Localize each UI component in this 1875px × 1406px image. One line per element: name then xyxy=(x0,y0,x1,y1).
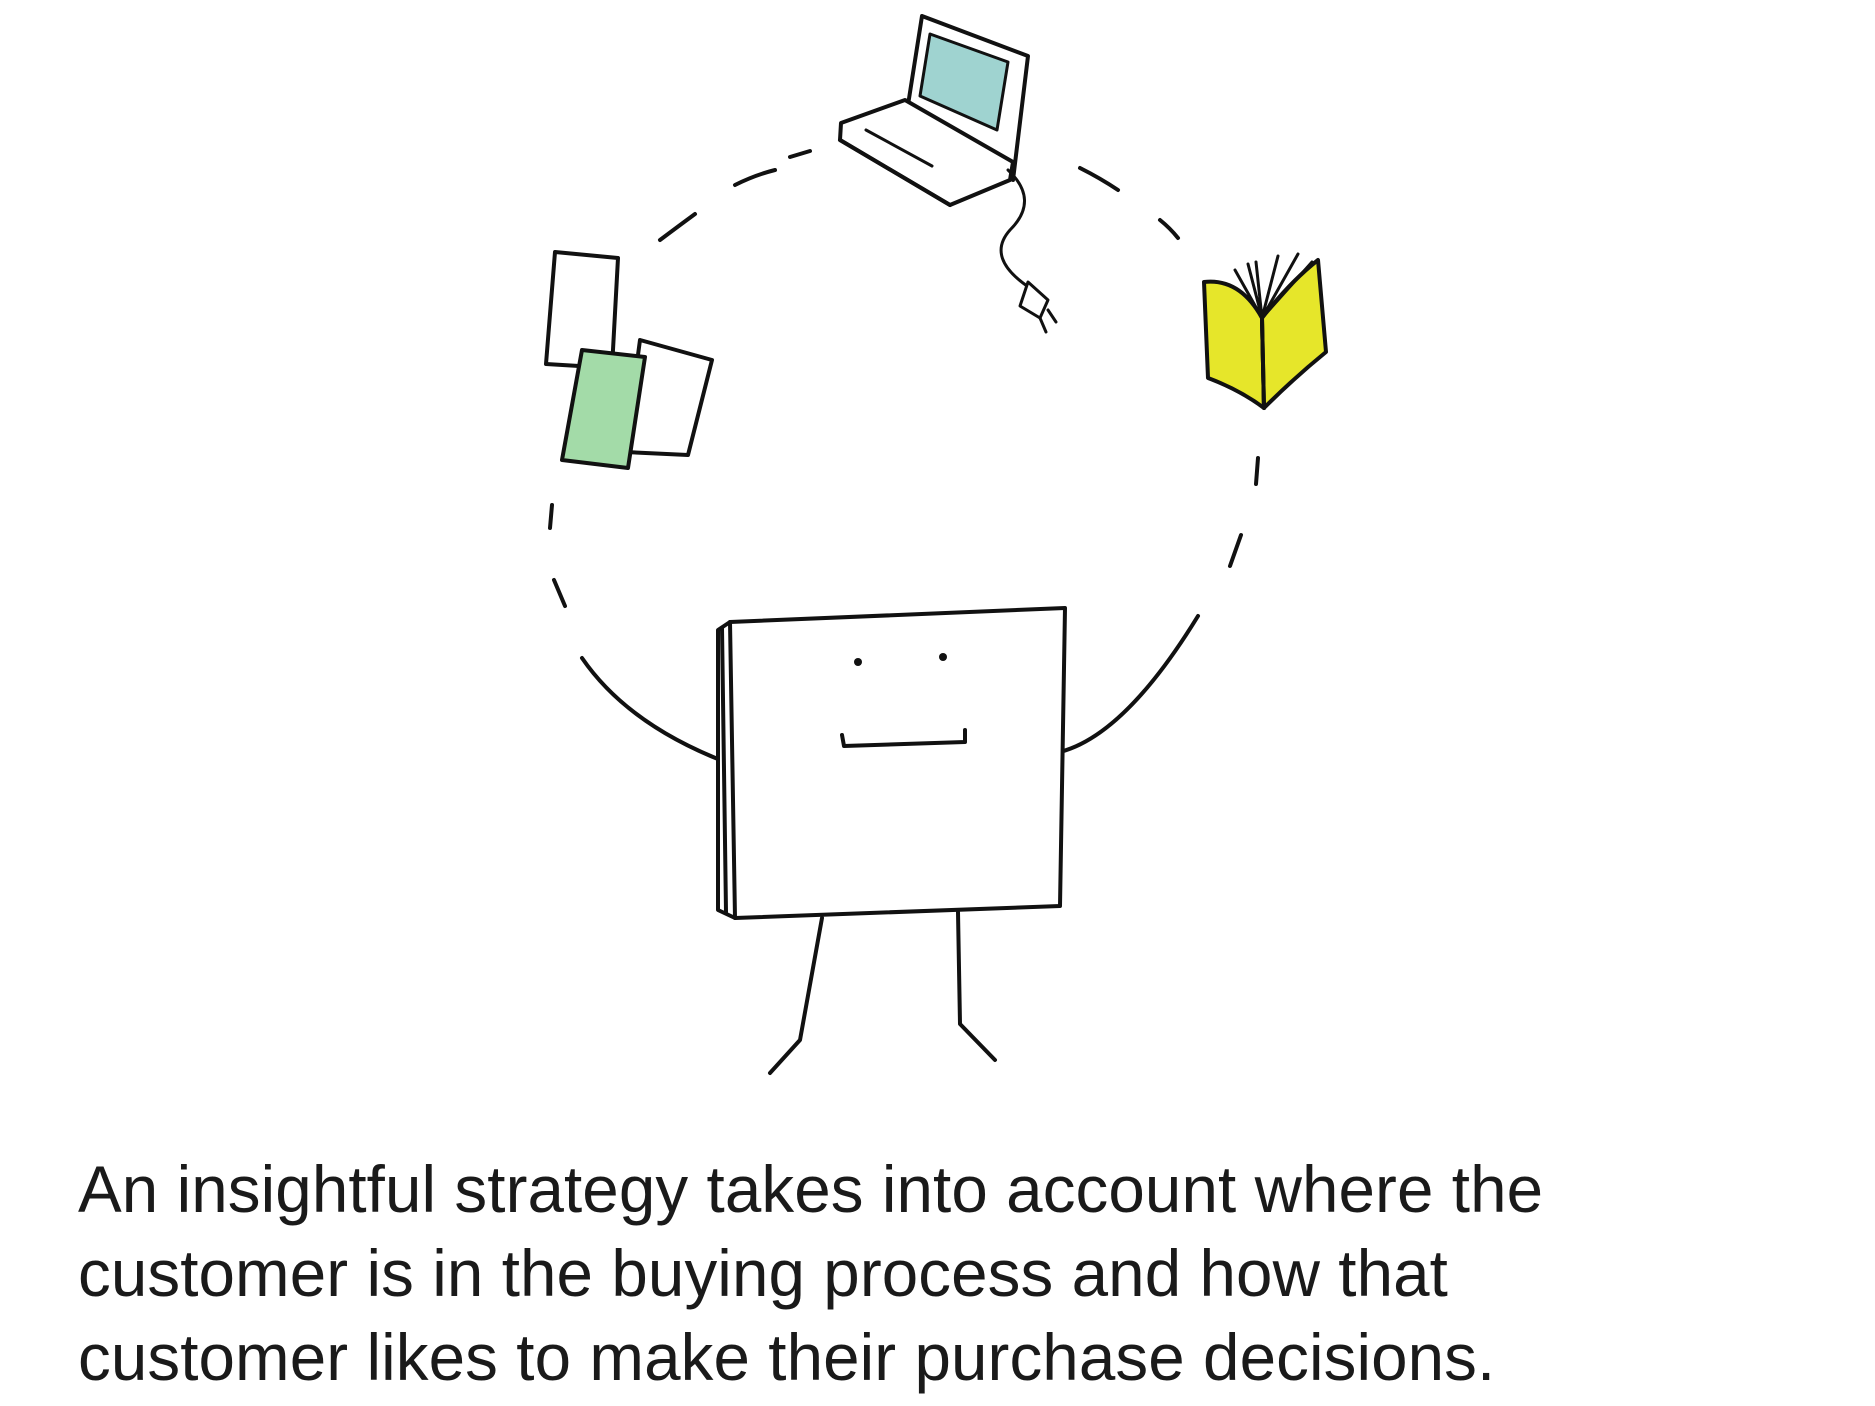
caption-line-2: customer is in the buying process and ho… xyxy=(78,1237,1448,1310)
caption-line-1: An insightful strategy takes into accoun… xyxy=(78,1153,1544,1226)
right-eye xyxy=(939,653,947,661)
legs xyxy=(768,910,997,1075)
laptop-icon xyxy=(838,14,1058,334)
right-arm xyxy=(1058,614,1200,754)
smiling-box-character xyxy=(716,606,1067,920)
juggling-arc xyxy=(548,149,1260,608)
book-icon xyxy=(1202,252,1328,410)
smile xyxy=(840,728,967,748)
left-eye xyxy=(854,658,862,666)
caption-line-3: customer likes to make their purchase de… xyxy=(78,1321,1496,1394)
document-cards-icon xyxy=(544,250,714,470)
caption: An insightful strategy takes into accoun… xyxy=(78,1148,1798,1400)
left-arm xyxy=(580,656,730,765)
